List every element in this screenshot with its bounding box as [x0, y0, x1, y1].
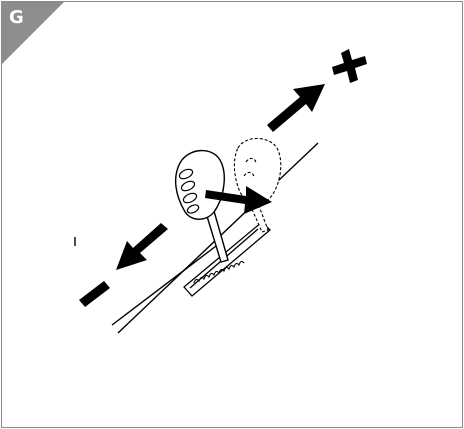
arrow-up-right-icon: [267, 84, 325, 132]
ghost-lever-knob: [233, 137, 282, 204]
grip-oval: [182, 192, 198, 204]
slot-teeth: [193, 260, 245, 284]
step-letter: G: [9, 7, 24, 28]
grip-oval: [186, 204, 200, 214]
teeth-row: [193, 260, 245, 284]
lever-current-position: [174, 149, 229, 263]
knob-grip-ovals: [178, 168, 200, 214]
ghost-knob-detail: [245, 157, 257, 165]
grip-oval: [178, 168, 194, 180]
grip-oval: [180, 180, 196, 192]
minus-sign: [79, 281, 110, 307]
minus-icon: [79, 281, 110, 307]
increase-arrow: [267, 84, 325, 132]
arrow-down-left-icon: [116, 223, 168, 270]
plus-sign: [332, 49, 367, 83]
decrease-arrow: [116, 223, 168, 270]
push-arrow-icon: [205, 186, 272, 214]
lever-stem: [205, 210, 229, 263]
rail-line-lower: [111, 242, 221, 326]
lever-ghost-position: [233, 137, 282, 233]
plus-icon: [332, 49, 367, 83]
ghost-knob-detail: [243, 171, 255, 179]
push-right-arrow: [205, 186, 272, 214]
